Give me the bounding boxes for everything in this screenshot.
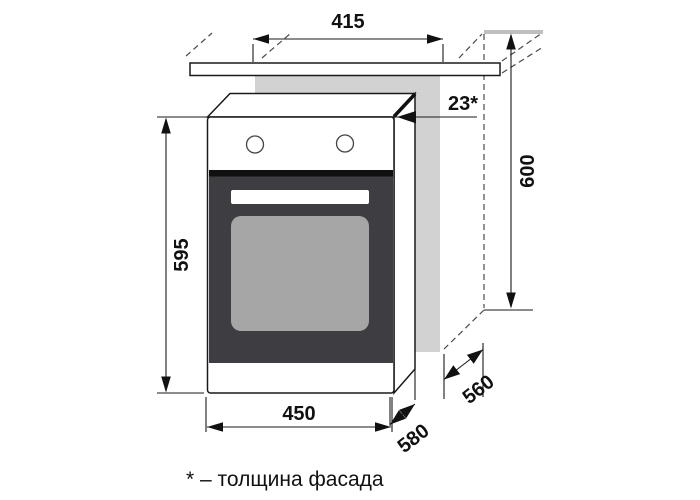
control-panel-divider (209, 170, 393, 177)
perspective-dashed-line (185, 32, 213, 57)
arrowhead-up (161, 117, 171, 134)
dim-label-415: 415 (331, 11, 364, 33)
dim-label-600: 600 (517, 154, 539, 187)
cabinet-bottom-hidden-edge (441, 309, 485, 352)
cabinet-side-panel (484, 30, 543, 311)
dim-label-450: 450 (282, 403, 315, 425)
arrowhead-up (506, 33, 516, 50)
footnote: * – толщина фасада (186, 468, 384, 491)
oven-door-handle (231, 190, 369, 204)
arrowhead-up-right (399, 404, 415, 419)
hidden-edges (185, 32, 544, 352)
control-knob-right (335, 134, 355, 153)
arrowhead-down-left (444, 365, 461, 380)
arrowhead-right (375, 422, 391, 432)
oven-door-window (231, 216, 369, 331)
dim-niche-width: 415 (252, 11, 444, 62)
dim-label-595: 595 (171, 238, 193, 271)
dim-label-580: 580 (394, 420, 434, 458)
dim-facade-thickness: 23* (157, 93, 478, 124)
arrowhead-up-right (466, 349, 483, 364)
perspective-dashed-line (501, 32, 543, 62)
dim-niche-depth: 560 (443, 343, 499, 409)
oven-top-face (205, 92, 417, 118)
dim-oven-width: 450 (205, 397, 393, 432)
arrowhead-left (207, 422, 223, 432)
oven (205, 91, 417, 395)
dim-oven-height: 595 (157, 117, 204, 394)
arrowhead-down-left (390, 410, 406, 425)
arrowhead-right (427, 34, 443, 44)
arrowhead-left (253, 34, 269, 44)
perspective-dashed-line (261, 32, 292, 59)
arrowhead-down (161, 376, 171, 393)
arrowhead-left (397, 111, 416, 124)
countertop (189, 62, 501, 77)
oven-side-face (393, 91, 416, 395)
dim-cabinet-height: 600 (506, 33, 539, 309)
control-knob-left (245, 135, 265, 154)
dim-label-560: 560 (459, 371, 499, 409)
dim-label-23: 23* (448, 93, 478, 115)
perspective-dashed-line (458, 33, 483, 59)
oven-top-right-edge (392, 92, 417, 118)
perspective-dashed-line (501, 46, 544, 74)
arrowhead-down (506, 292, 516, 309)
